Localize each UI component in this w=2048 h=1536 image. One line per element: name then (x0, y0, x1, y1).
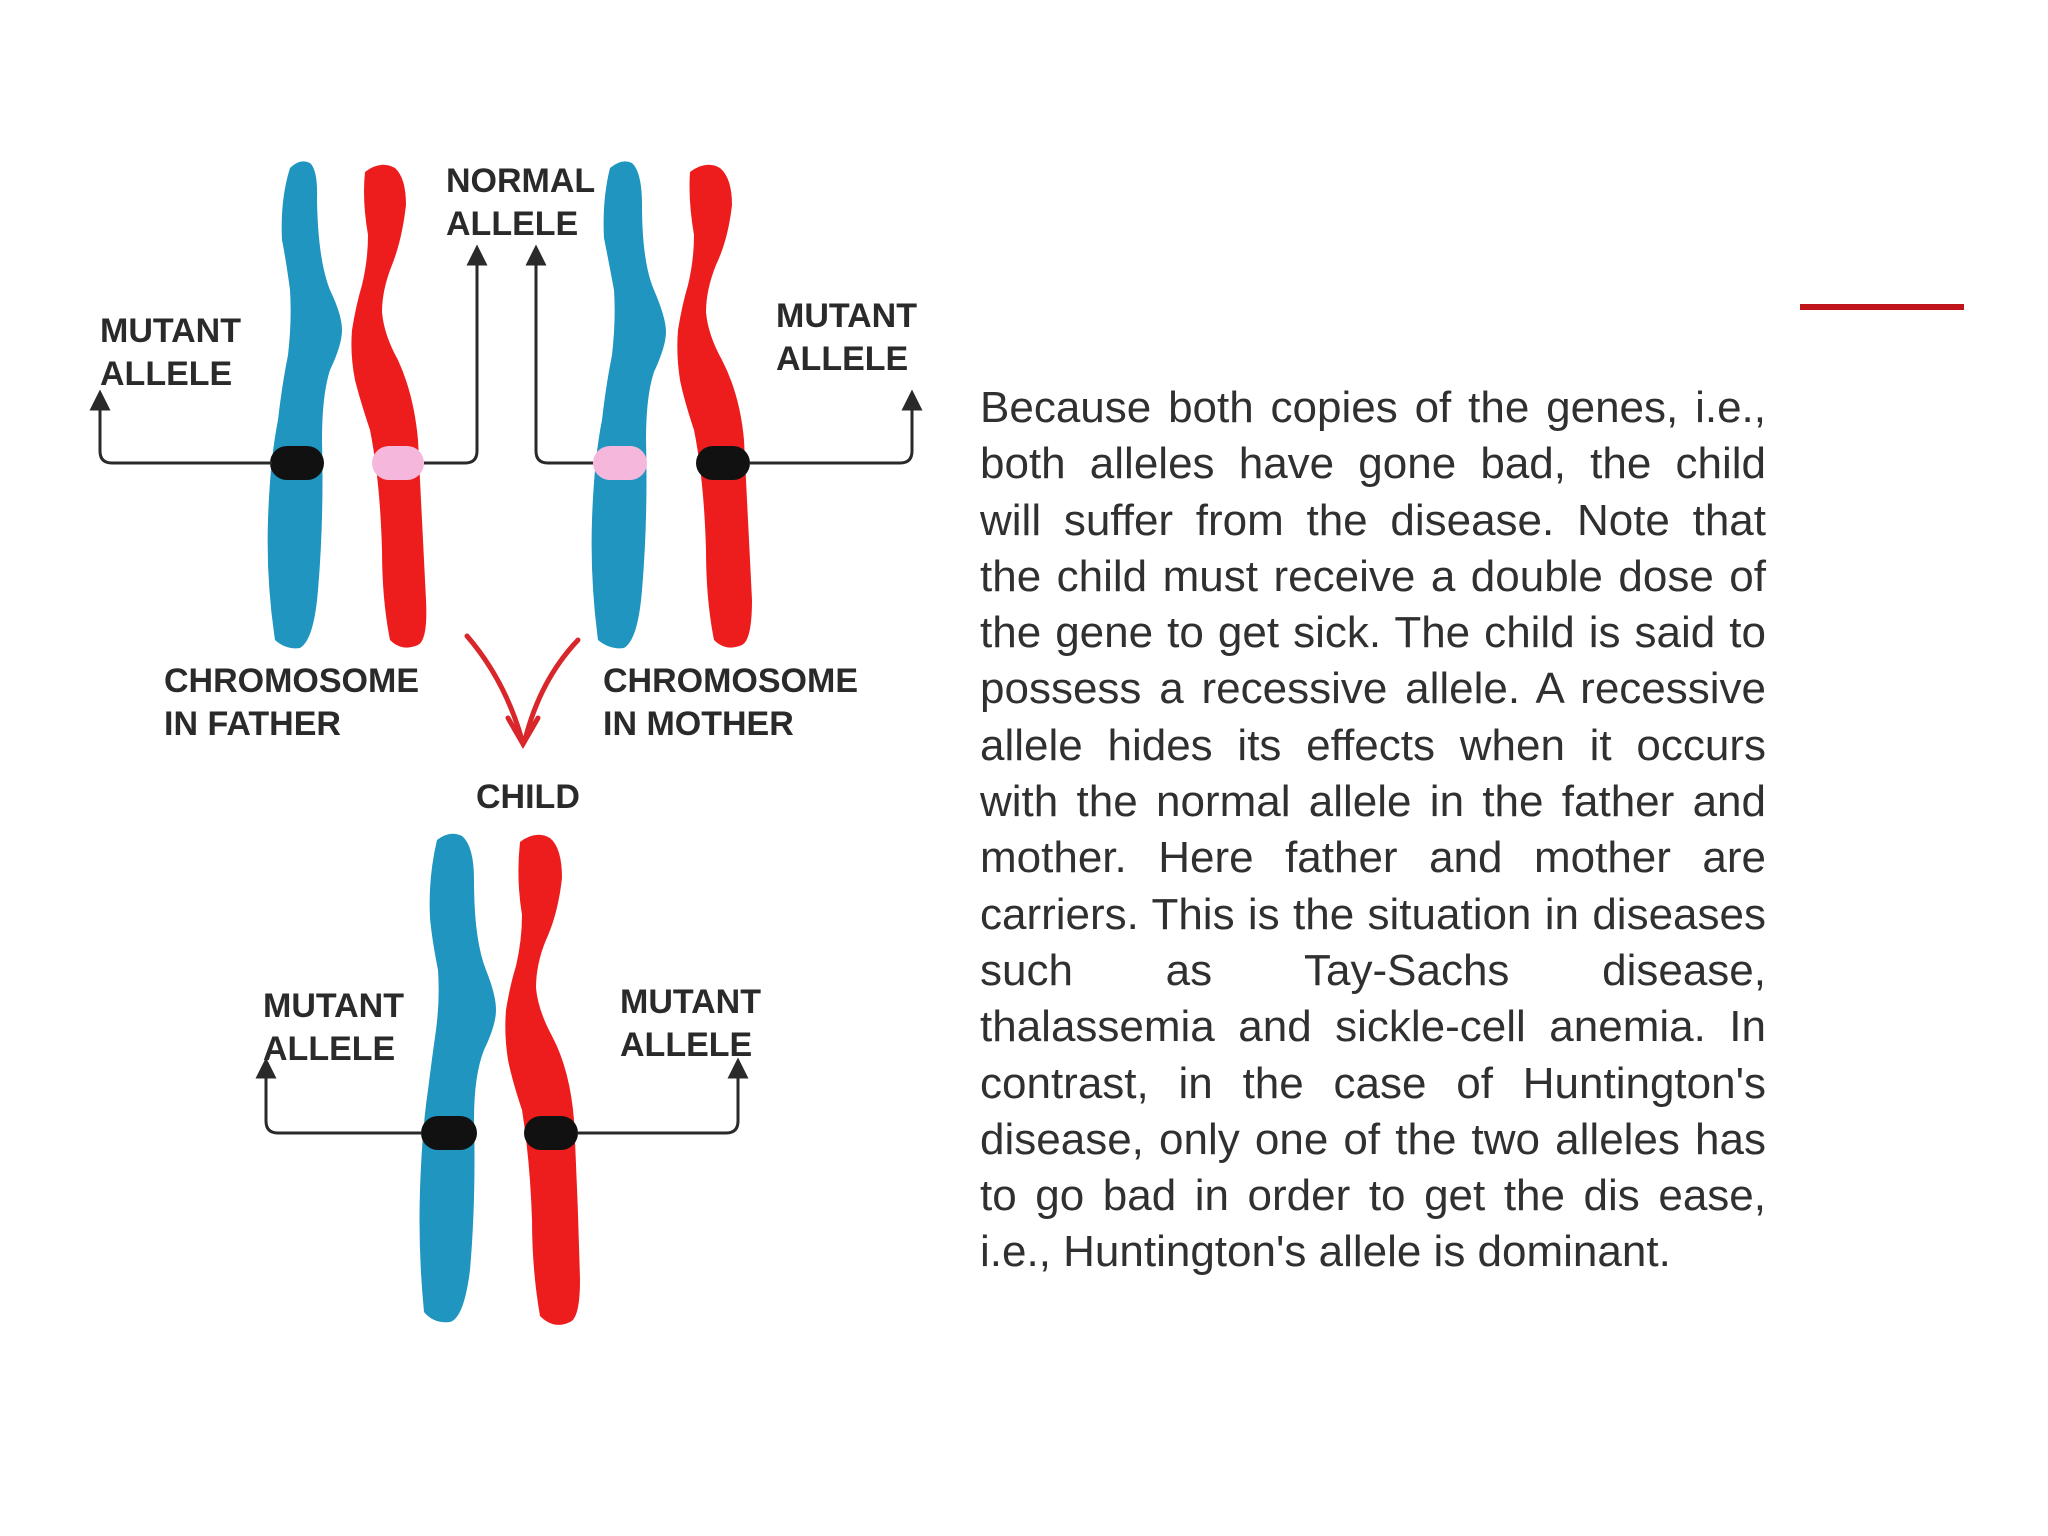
father-maternal-chromatid (351, 164, 427, 648)
merge-arrow-left-stroke (464, 633, 525, 743)
child-left-mutant-band (421, 1116, 477, 1150)
normal-allele-label-line1: NORMAL (446, 162, 595, 200)
child-left-mutant-connector (255, 1057, 421, 1135)
father-normal-connector (424, 244, 488, 465)
father-mutant-label-line1: MUTANT (100, 312, 241, 350)
mother-chromosome-label-line1: CHROMOSOME (603, 662, 858, 700)
child-maternal-chromatid (505, 834, 580, 1325)
father-chromosome-pair (267, 161, 427, 649)
merge-arrow-right-stroke (522, 637, 581, 743)
mother-mutant-band (696, 446, 750, 480)
merge-arrow (464, 633, 581, 750)
child-right-mutant-band (524, 1116, 578, 1150)
mother-paternal-chromatid (591, 161, 666, 649)
father-mutant-connector (89, 389, 272, 465)
mother-normal-band (593, 446, 647, 480)
father-mutant-band (270, 446, 324, 480)
father-chromosome-label-line2: IN FATHER (164, 705, 341, 743)
normal-allele-label-line2: ALLELE (446, 205, 578, 243)
father-chromosome-label-line1: CHROMOSOME (164, 662, 419, 700)
mother-mutant-label-line1: MUTANT (776, 297, 917, 335)
child-right-mutant-label-line1: MUTANT (620, 983, 761, 1021)
merge-arrow-head (505, 715, 541, 750)
mother-chromosome-pair (591, 161, 752, 649)
child-right-mutant-label-line2: ALLELE (620, 1026, 752, 1064)
accent-line (1800, 304, 1964, 310)
child-chromosome-pair (419, 833, 580, 1325)
mother-mutant-label-line2: ALLELE (776, 340, 908, 378)
child-label: CHILD (476, 778, 580, 816)
father-mutant-label-line2: ALLELE (100, 355, 232, 393)
mother-mutant-connector (750, 389, 923, 465)
mother-maternal-chromatid (677, 164, 752, 648)
mother-normal-connector (525, 244, 593, 465)
mother-chromosome-label-line2: IN MOTHER (603, 705, 794, 743)
child-left-mutant-label-line2: ALLELE (263, 1030, 395, 1068)
child-right-mutant-connector (578, 1057, 749, 1135)
explanation-paragraph: Because both copies of the genes, i.e., … (980, 383, 1766, 1277)
connector-lines (89, 244, 923, 1135)
father-paternal-chromatid (267, 161, 342, 649)
child-left-mutant-label-line1: MUTANT (263, 987, 404, 1025)
diagram-labels: NORMAL ALLELE MUTANT ALLELE MUTANT ALLEL… (100, 162, 917, 1068)
father-normal-band (372, 446, 424, 480)
child-paternal-chromatid (419, 833, 496, 1323)
